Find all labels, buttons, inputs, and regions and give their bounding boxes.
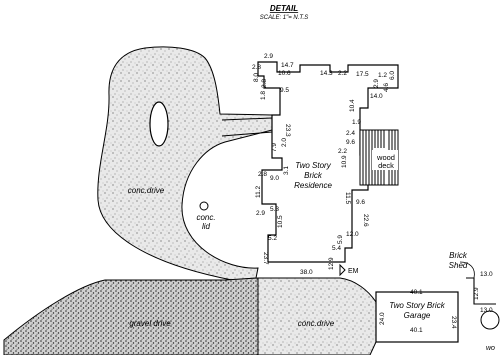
dim-label: 40.1 xyxy=(410,289,423,296)
drive-connector xyxy=(221,117,273,137)
dim-label: 9.5 xyxy=(280,87,289,94)
dim-label: 10.6 xyxy=(278,70,291,77)
dim-label: 7.9 xyxy=(271,143,278,152)
dim-label: 2.0 xyxy=(281,138,288,147)
dim-label: 4.6 xyxy=(383,83,390,92)
dim-label: 3.1 xyxy=(283,166,290,175)
dim-label: 24.0 xyxy=(379,312,386,325)
dim-label: 9.0 xyxy=(270,175,279,182)
dim-label: 9.6 xyxy=(346,139,355,146)
dim-label: 17.5 xyxy=(356,71,369,78)
dim-label: 13.0 xyxy=(480,271,493,278)
dim-label: 5.3 xyxy=(270,206,279,213)
wo-label: wo xyxy=(486,345,495,352)
dim-label: 6.0 xyxy=(389,71,396,80)
gravel-drive-area xyxy=(3,277,259,355)
dim-label: 1.2 xyxy=(378,72,387,79)
dim-label: 5.2 xyxy=(268,235,277,242)
dim-label: 1.8 xyxy=(260,91,267,100)
dim-label: 5.9 xyxy=(337,235,344,244)
dim-label: 13.0 xyxy=(480,307,493,314)
dim-label: 22.6 xyxy=(362,214,369,227)
residence-outline xyxy=(257,61,399,263)
well-circle xyxy=(480,310,500,330)
gravel-drive-label: gravel drive xyxy=(129,319,171,328)
dim-label: 2.8 xyxy=(252,64,261,71)
garage-label-line1: Two Story Brick xyxy=(389,301,445,310)
brick-shed-label-line1: Brick xyxy=(449,251,468,260)
dim-label: 2.9 xyxy=(373,79,380,88)
upper-concrete-drive-area xyxy=(97,46,273,281)
conc-lid-label-line1: conc. xyxy=(196,213,215,222)
dim-label: 2.9 xyxy=(256,210,265,217)
wood-deck-label-line1: wood xyxy=(376,153,395,162)
upper-concrete-drive-label: conc.drive xyxy=(128,186,165,195)
conc-lid-circle xyxy=(199,201,209,211)
brick-shed-leader xyxy=(459,261,475,279)
brick-shed-label-line2: Shed xyxy=(449,261,468,270)
dim-label: 2.4 xyxy=(346,130,355,137)
dim-label: 38.0 xyxy=(300,269,313,276)
em-symbol-triangle xyxy=(339,263,346,277)
dim-label: 14.0 xyxy=(370,93,383,100)
dim-label: 14.7 xyxy=(281,62,294,69)
residence-label-line3: Residence xyxy=(294,181,332,190)
dim-label: 2.2 xyxy=(338,148,347,155)
dim-label: 9.6 xyxy=(356,199,365,206)
dim-label: 10.4 xyxy=(349,99,356,112)
dim-label: 12.9 xyxy=(328,257,335,270)
dim-label: 14.3 xyxy=(320,70,333,77)
drawing-title: DETAIL xyxy=(270,4,298,13)
lower-concrete-drive-area xyxy=(257,277,377,355)
dim-label: 5.4 xyxy=(332,245,341,252)
dim-label: 2.8 xyxy=(258,171,267,178)
garage-outline xyxy=(375,291,459,343)
dimension-labels: 2.9 14.7 2.8 10.6 8.0 14.3 2.2 17.5 1.2 … xyxy=(252,53,493,334)
dim-label: 2.2 xyxy=(338,70,347,77)
dim-label: 23.3 xyxy=(284,124,291,137)
lower-concrete-drive-label: conc.drive xyxy=(298,319,335,328)
conc-lid-label-line2: lid xyxy=(202,222,211,231)
dim-label: 2.8 xyxy=(261,79,268,88)
dim-label: 10.5 xyxy=(277,215,284,228)
dim-label: 1.9 xyxy=(352,119,361,126)
dim-label: 11.5 xyxy=(344,192,351,205)
garage-label-line2: Garage xyxy=(404,311,431,320)
dim-label: 12.9 xyxy=(473,287,480,300)
dim-label: 8.0 xyxy=(253,73,260,82)
drawing-scale: SCALE: 1"= N.T.S xyxy=(260,15,308,21)
wood-deck-label-line2: deck xyxy=(378,161,394,170)
dim-label: 2.9 xyxy=(264,53,273,60)
dim-label: 23.4 xyxy=(450,316,457,329)
dim-label: 12.0 xyxy=(346,231,359,238)
residence-label-line2: Brick xyxy=(304,171,323,180)
brick-shed-outline xyxy=(466,277,496,305)
oval-opening xyxy=(149,101,169,147)
em-label: EM xyxy=(348,268,359,275)
residence-label-line1: Two Story xyxy=(295,161,331,170)
deck-label-backdrop xyxy=(372,150,398,170)
dim-label: 23.7 xyxy=(262,252,269,265)
dim-label: 40.1 xyxy=(410,327,423,334)
dim-label: 10.9 xyxy=(341,155,348,168)
dim-label: 11.2 xyxy=(255,185,262,198)
